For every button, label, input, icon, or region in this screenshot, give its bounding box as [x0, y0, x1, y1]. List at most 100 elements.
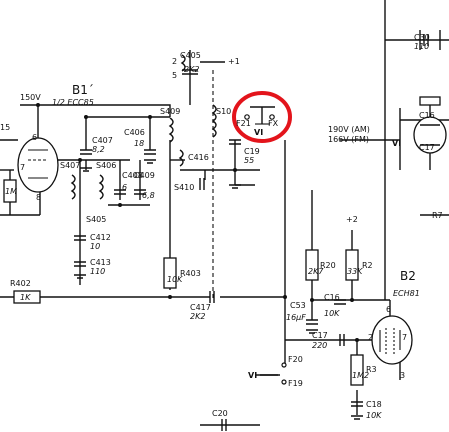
coil-s407: [70, 174, 76, 200]
capacitor-c408: [114, 189, 126, 195]
label-c407-val: 8,2: [92, 145, 105, 154]
label-s10: S10: [216, 107, 231, 116]
label-c417: C417: [190, 303, 211, 312]
capacitor-c417: [209, 291, 215, 303]
label-b2-fm: 166V (FM): [328, 135, 369, 144]
label-r-grid: 1M: [5, 187, 17, 196]
switch-f20-f19: [260, 362, 287, 385]
node-2-b2: 2: [368, 333, 373, 342]
label-c19: C19: [244, 147, 260, 156]
label-c406: C406: [124, 128, 145, 137]
capacitor-c405: [182, 69, 198, 75]
label-c413-val: 110: [90, 267, 105, 276]
label-s407: S407: [60, 161, 80, 170]
label-r7: R7: [432, 211, 443, 220]
label-c30-val: 110: [414, 42, 429, 51]
coil-s10: [211, 104, 217, 138]
label-r402-val: 1K: [20, 293, 31, 302]
coil-s410: [178, 149, 184, 167]
label-b1-type: 1/2 ECC85: [52, 98, 94, 107]
resistor-r402: [13, 290, 41, 304]
resistor-r3: [350, 354, 364, 386]
label-c416: C416: [188, 153, 209, 162]
tube-b2: [371, 315, 413, 365]
capacitor-c19: [229, 139, 241, 145]
capacitor-c407: [80, 149, 92, 155]
capacitor-c416: [199, 178, 205, 190]
capacitor-c53: [306, 319, 318, 325]
label-b1-voltage: 150V: [20, 93, 41, 102]
ground-c18-icon: [351, 415, 363, 420]
label-b2-am: 190V (AM): [328, 125, 370, 134]
label-c406-val: 18: [134, 139, 144, 148]
ground-c406-icon: [144, 159, 156, 164]
junctions: [36, 103, 359, 342]
label-c19-val: 55: [244, 156, 254, 165]
label-c53: C53: [290, 301, 306, 310]
label-r3: R3: [366, 365, 377, 374]
label-r403: R403: [180, 269, 201, 278]
label-b2-type: ECH81: [393, 289, 420, 298]
switch-f21-fx: [244, 106, 275, 125]
capacitor-c20: [221, 419, 227, 431]
label-r402: R402: [10, 279, 31, 288]
label-c405: C405: [180, 51, 201, 60]
node-7: 7: [20, 163, 25, 172]
label-c408-val: 6: [122, 183, 127, 192]
label-r403-val: 10K: [167, 275, 183, 284]
node-7-b2: 7: [402, 333, 407, 342]
label-f21: F21: [236, 119, 251, 128]
label-c407: C407: [92, 136, 113, 145]
node-15: 15: [0, 123, 10, 132]
label-c30: C30: [414, 33, 430, 42]
label-s410: S410: [174, 183, 194, 192]
label-c412-val: 10: [90, 242, 100, 251]
resistor-r2: [345, 249, 359, 281]
label-r20-val: 2K7: [308, 267, 324, 276]
node-6-b2: 6: [386, 305, 391, 314]
label-fx: FX: [268, 119, 279, 128]
label-s409: S409: [160, 107, 180, 116]
label-s406: S406: [96, 161, 116, 170]
label-c18: C18: [366, 400, 382, 409]
resistor-grid-1m: [3, 179, 17, 203]
coil-s409: [168, 117, 174, 143]
node-5: 5: [172, 71, 177, 80]
node-6: 6: [32, 133, 37, 142]
label-c409-val: 6,8: [142, 191, 155, 200]
label-c17-left-val: 220: [312, 341, 327, 350]
capacitor-c16-left: [334, 299, 346, 305]
label-b2: B2: [400, 269, 416, 283]
label-f19: F19: [288, 379, 303, 388]
label-r3-val: 1M2: [352, 371, 369, 380]
label-r2-val: 33K: [347, 267, 363, 276]
ground-c407-icon: [80, 167, 92, 172]
node-8: 8: [36, 193, 41, 202]
node-2: 2: [172, 57, 177, 66]
resistor-r20: [305, 249, 319, 281]
label-c16-left-val: 10K: [324, 309, 340, 318]
capacitor-c412: [74, 235, 86, 241]
label-r20: R20: [320, 261, 336, 270]
coil-s406: [98, 174, 104, 200]
label-c413: C413: [90, 258, 111, 267]
label-c18-val: 10K: [366, 411, 382, 420]
capacitor-c18: [351, 401, 363, 407]
node-3: 3: [400, 371, 405, 380]
ground-c19-icon: [229, 184, 241, 189]
label-c20: C20: [212, 409, 228, 418]
resistor-r403: [163, 257, 177, 289]
label-r2: R2: [362, 261, 373, 270]
label-vi-right: VI: [392, 139, 401, 148]
label-vi-top: VI: [254, 128, 263, 137]
label-c408: C408: [122, 171, 143, 180]
capacitor-c17-left: [339, 334, 345, 346]
label-f20: F20: [288, 355, 303, 364]
label-c17-left: C17: [312, 331, 328, 340]
label-c16-right: C16: [419, 111, 435, 120]
label-c17-right: C17: [419, 143, 435, 152]
label-c409: C409: [134, 171, 155, 180]
ground-c53-icon: [306, 329, 318, 334]
label-c405-val: 2K2: [184, 65, 199, 74]
